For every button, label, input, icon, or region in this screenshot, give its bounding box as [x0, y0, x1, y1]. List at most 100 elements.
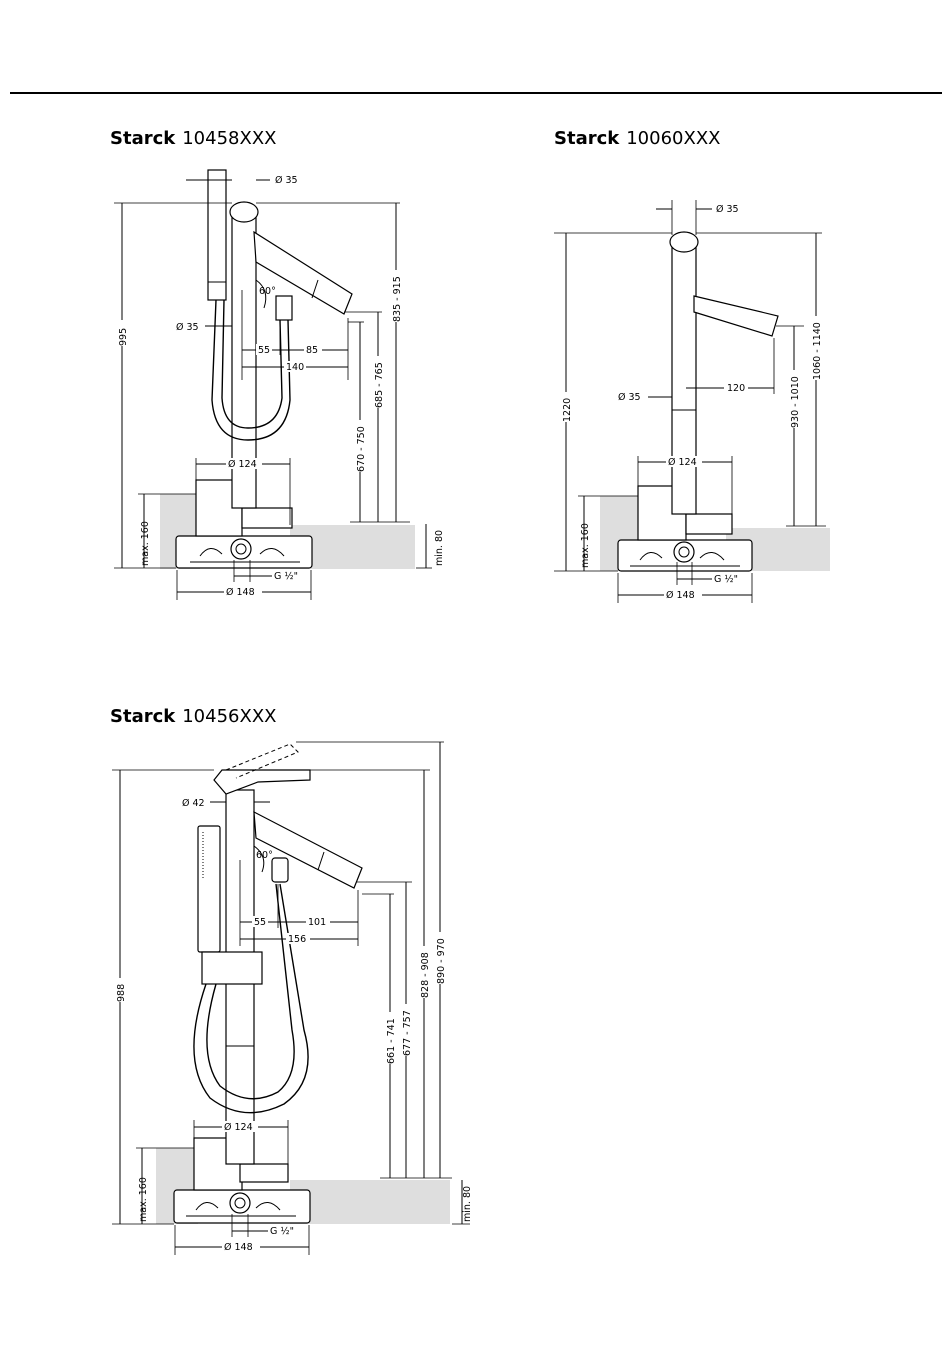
dim-670-750: 670 - 750	[356, 426, 367, 472]
floor-section-right	[290, 1180, 450, 1224]
dim-max160: max. 160	[580, 523, 591, 568]
label-bg	[419, 946, 430, 998]
base-brackets	[630, 552, 740, 567]
hose-connector	[201, 951, 263, 985]
dim-d35-side: Ø 35	[618, 392, 641, 403]
dim-55: 55	[258, 345, 270, 356]
label-bg	[401, 1004, 412, 1056]
brand-name: Starck	[110, 706, 176, 727]
label-bg	[284, 361, 306, 372]
dim-d124: Ø 124	[668, 457, 697, 468]
dim-min80: min. 80	[462, 1186, 473, 1222]
dim-d124: Ø 124	[224, 1122, 253, 1133]
base-brackets	[186, 1202, 296, 1217]
label-bg	[222, 1121, 258, 1132]
angle-arc	[253, 845, 265, 873]
model-number: 10456XXX	[182, 706, 277, 727]
hand-shower	[197, 825, 221, 953]
dim-d35-side: Ø 35	[176, 322, 199, 333]
brand-name: Starck	[110, 128, 176, 149]
riser-box	[241, 507, 293, 529]
dim-g12: G ½"	[714, 574, 738, 585]
dim-85: 85	[306, 345, 318, 356]
dim-d42: Ø 42	[182, 798, 205, 809]
dim-d148: Ø 148	[226, 587, 255, 598]
label-bg	[789, 370, 800, 428]
spout-joint	[317, 851, 325, 871]
angle-arc	[255, 279, 267, 309]
label-bg	[724, 382, 748, 393]
dim-120: 120	[727, 383, 745, 394]
drawing-title-3: Starck 10456XXX	[110, 706, 277, 727]
shower-hose	[193, 883, 309, 1114]
drawing-title-2: Starck 10060XXX	[554, 128, 721, 149]
label-bg	[252, 916, 268, 927]
inlet-circle	[673, 541, 695, 563]
column-top	[669, 231, 699, 253]
spout	[253, 230, 353, 315]
hose-holder	[271, 857, 289, 883]
label-bg	[373, 356, 384, 408]
inlet-inner	[678, 546, 690, 558]
lever-handle	[213, 769, 311, 795]
inlet-circle	[229, 1192, 251, 1214]
dim-890-970: 890 - 970	[436, 938, 447, 984]
label-bg	[355, 420, 366, 472]
dim-min80: min. 80	[434, 530, 445, 566]
dim-max160: max. 160	[140, 521, 151, 566]
inlet-inner	[235, 543, 247, 555]
inlet-inner	[234, 1197, 246, 1209]
header-rule	[10, 92, 942, 94]
hand-shower	[207, 169, 227, 301]
label-bg	[224, 586, 262, 597]
label-bg	[286, 933, 310, 944]
spout	[693, 295, 779, 337]
dim-1060-1140: 1060 - 1140	[812, 322, 823, 380]
label-bg	[304, 344, 322, 355]
dim-685-765: 685 - 765	[374, 362, 385, 408]
dim-988: 988	[116, 984, 127, 1002]
dim-828-908: 828 - 908	[420, 952, 431, 998]
label-bg	[811, 316, 822, 380]
dim-g12: G ½"	[270, 1226, 294, 1237]
label-bg	[664, 589, 702, 600]
inlet-circle	[230, 538, 252, 560]
dim-d148: Ø 148	[224, 1242, 253, 1253]
dim-930-1010: 930 - 1010	[790, 376, 801, 428]
spout	[253, 810, 363, 889]
dim-1220: 1220	[562, 398, 573, 422]
dim-angle: 60°	[259, 286, 276, 297]
dim-g12: G ½"	[274, 571, 298, 582]
label-bg	[222, 1241, 260, 1252]
dim-d35-top: Ø 35	[716, 204, 739, 215]
dim-156: 156	[288, 934, 306, 945]
dim-d148: Ø 148	[666, 590, 695, 601]
dim-max160: max. 160	[138, 1177, 149, 1222]
label-bg	[435, 932, 446, 984]
base-brackets	[190, 548, 300, 563]
label-bg	[385, 1012, 396, 1064]
dim-995: 995	[118, 328, 129, 346]
dim-d35-top: Ø 35	[275, 175, 298, 186]
label-bg	[226, 458, 262, 469]
shower-hose-inner	[206, 883, 295, 1100]
dim-677-757: 677 - 757	[402, 1010, 413, 1056]
column-body	[671, 244, 697, 515]
label-bg	[560, 392, 572, 422]
hose-holder	[275, 295, 293, 321]
label-bg	[306, 916, 330, 927]
model-number: 10060XXX	[626, 128, 721, 149]
label-bg	[114, 978, 126, 1002]
dim-661-741: 661 - 741	[386, 1018, 397, 1064]
brand-name: Starck	[554, 128, 620, 149]
dim-140: 140	[286, 362, 304, 373]
dim-d124: Ø 124	[228, 459, 257, 470]
dim-101: 101	[308, 917, 326, 928]
label-bg	[666, 456, 702, 467]
label-bg	[116, 320, 128, 346]
dim-55: 55	[254, 917, 266, 928]
